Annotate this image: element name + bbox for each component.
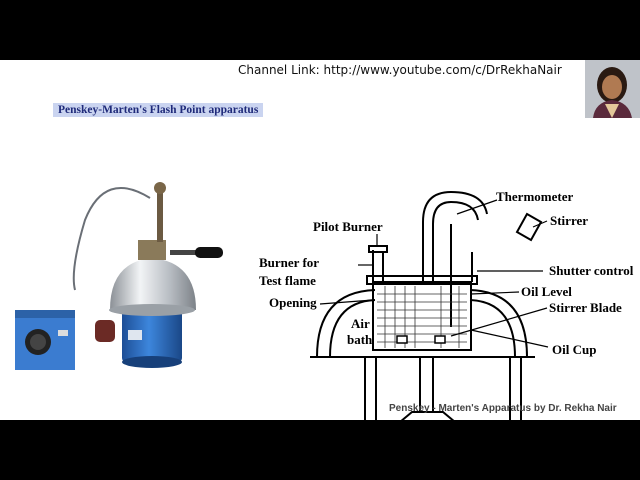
label-bath: bath bbox=[347, 332, 373, 347]
label-pilot-burner: Pilot Burner bbox=[313, 219, 383, 234]
label-oil-cup: Oil Cup bbox=[552, 342, 596, 357]
label-oil-level: Oil Level bbox=[521, 284, 572, 299]
label-shutter-control: Shutter control bbox=[549, 263, 634, 278]
channel-link-url[interactable]: http://www.youtube.com/c/DrRekhaNair bbox=[323, 63, 562, 77]
label-burner-line1: Burner for bbox=[259, 255, 319, 270]
channel-link-label: Channel Link: bbox=[238, 63, 320, 77]
video-caption: Penskey - Marten's Apparatus by Dr. Rekh… bbox=[389, 403, 617, 414]
apparatus-photo bbox=[15, 182, 223, 370]
label-opening: Opening bbox=[269, 295, 317, 310]
channel-link[interactable]: Channel Link: http://www.youtube.com/c/D… bbox=[238, 63, 562, 77]
slide-title: Penskey-Marten's Flash Point apparatus bbox=[53, 103, 264, 117]
label-stirrer: Stirrer bbox=[550, 213, 588, 228]
apparatus-diagram: Thermometer Stirrer Pilot Burner Burner … bbox=[259, 189, 634, 420]
presenter-webcam bbox=[585, 60, 640, 118]
slide: Channel Link: http://www.youtube.com/c/D… bbox=[0, 60, 640, 420]
label-burner-line2: Test flame bbox=[259, 273, 316, 288]
label-thermometer: Thermometer bbox=[496, 189, 573, 204]
label-air: Air bbox=[351, 316, 370, 331]
label-stirrer-blade: Stirrer Blade bbox=[549, 300, 622, 315]
